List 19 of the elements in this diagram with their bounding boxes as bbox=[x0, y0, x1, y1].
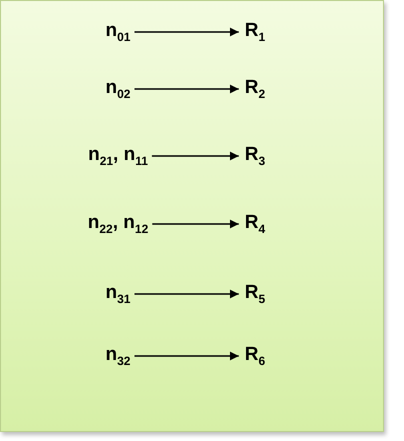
result-label: R$_{4}$ bbox=[244, 212, 266, 236]
arrow bbox=[134, 84, 239, 94]
node-label: n$_{01}$ bbox=[106, 20, 130, 44]
result-label: R$_{6}$ bbox=[244, 344, 266, 368]
node-label: n$_{31}$ bbox=[106, 282, 130, 306]
node-label: n$_{02}$ bbox=[106, 77, 130, 101]
result-label: R$_{1}$ bbox=[244, 20, 266, 44]
arrow bbox=[134, 290, 239, 298]
result-label: R$_{3}$ bbox=[244, 144, 266, 168]
arrow bbox=[134, 28, 239, 36]
arrow bbox=[134, 352, 239, 360]
panel-background bbox=[0, 0, 384, 432]
node-label: n$_{21}$, n$_{11}$ bbox=[88, 144, 148, 168]
result-label: R$_{5}$ bbox=[244, 282, 266, 306]
result-label: R$_{2}$ bbox=[244, 77, 266, 101]
arrow bbox=[152, 152, 239, 160]
arrow bbox=[152, 220, 239, 228]
node-label: n$_{32}$ bbox=[106, 344, 130, 368]
node-label: n$_{22}$, n$_{12}$ bbox=[88, 212, 148, 236]
